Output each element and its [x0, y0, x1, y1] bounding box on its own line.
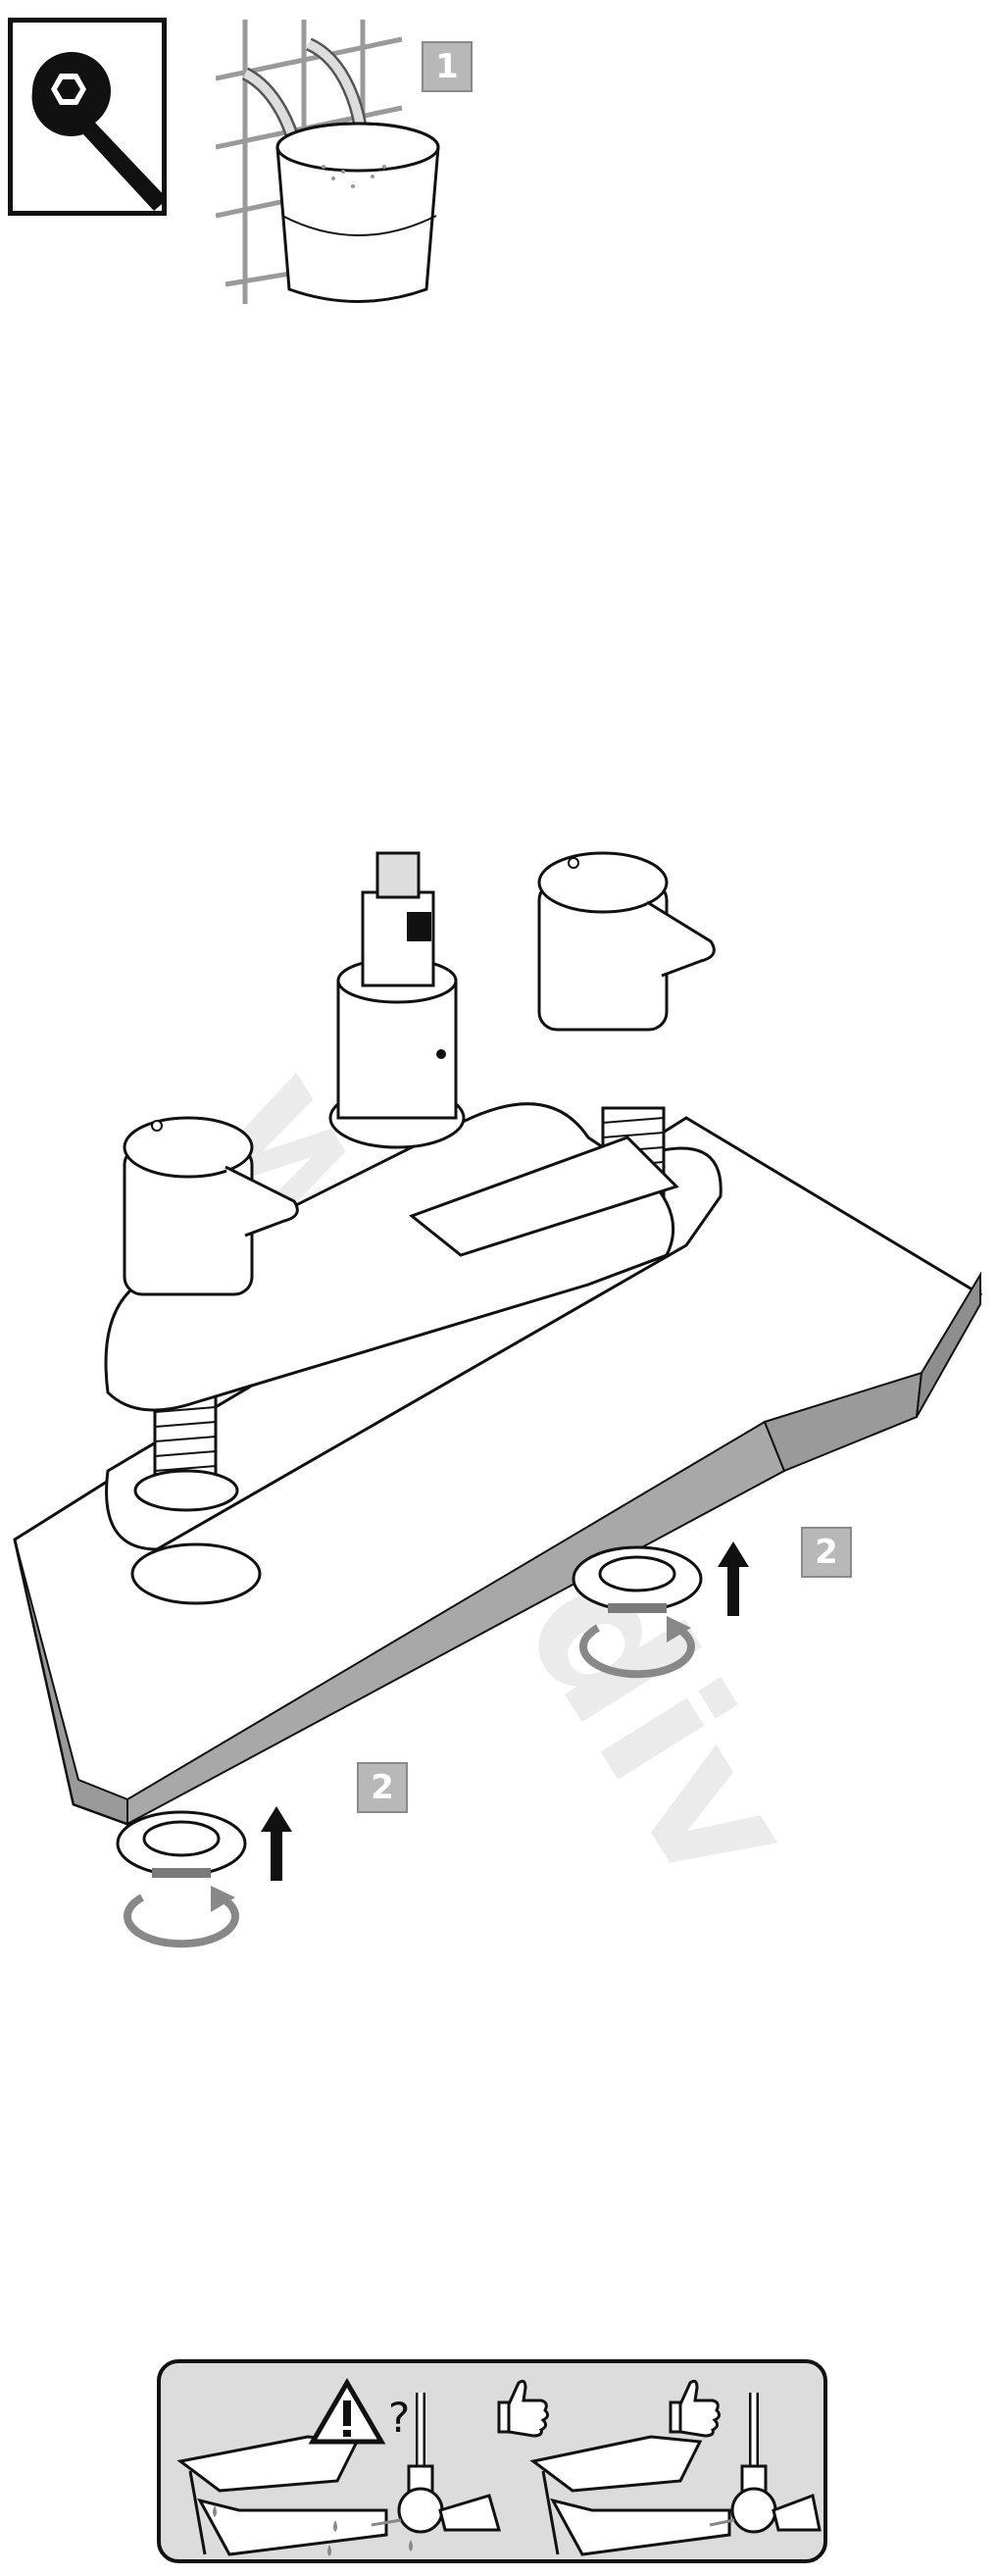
maintenance-box [8, 18, 168, 216]
warning-triangle-icon [308, 2378, 386, 2445]
rotate-arrow-icon [572, 1545, 703, 1679]
faucet-assembly-illustration [13, 851, 983, 1826]
bucket-flush-icon [216, 20, 440, 304]
question-mark: ? [388, 2394, 410, 2442]
rotate-arrow-icon [116, 1810, 247, 1948]
step-badge-1: 1 [422, 41, 473, 92]
warning-panel: ? [157, 2359, 827, 2563]
warning-panel-illustration: ? [176, 2378, 822, 2556]
up-arrow-icon [718, 1541, 749, 1616]
step-badge-2-left: 2 [357, 1762, 408, 1813]
thumbs-up-icon [669, 2379, 722, 2438]
up-arrow-icon [261, 1806, 292, 1881]
step-badge-2-right: 2 [801, 1527, 852, 1578]
thumbs-up-icon [497, 2379, 550, 2438]
wrench-icon [31, 52, 168, 212]
